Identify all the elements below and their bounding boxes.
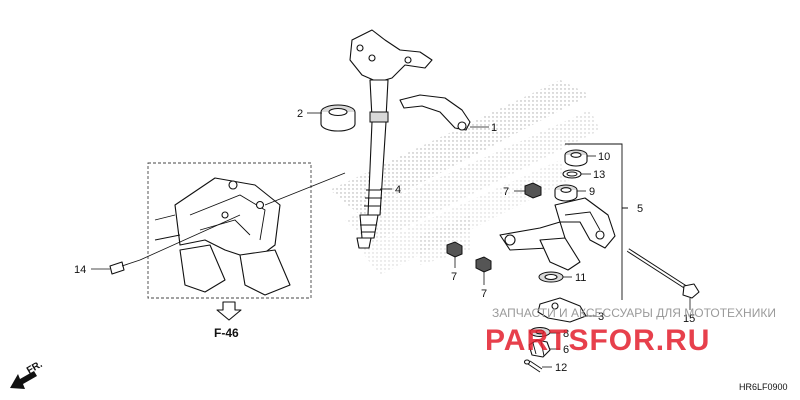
part-15-long-bolt: [626, 248, 700, 299]
part-5-group-bracket: [565, 143, 628, 300]
part-6-nut: [528, 339, 551, 358]
reference-label: F-46: [214, 326, 239, 340]
callout-15: 15: [683, 313, 695, 325]
callout-3: 3: [598, 311, 604, 323]
front-label: FR.: [25, 359, 45, 377]
watermark-logo: PARTSFOR.RU: [485, 324, 710, 357]
watermark: ЗАПЧАСТИ И АКСЕССУАРЫ ДЛЯ МОТОТЕХНИКИ PA…: [485, 306, 776, 357]
part-3-plate: [537, 297, 587, 323]
watermark-tagline: ЗАПЧАСТИ И АКСЕССУАРЫ ДЛЯ МОТОТЕХНИКИ: [492, 306, 776, 320]
down-arrow-icon: [216, 301, 242, 321]
part-13-ring: [562, 169, 582, 179]
diagram-code: HR6LF0900: [739, 382, 788, 392]
reference-f46: F-46: [214, 301, 242, 340]
part-7-nut-upper: [524, 182, 542, 199]
callout-10: 10: [598, 151, 610, 163]
callout-7-upper: 7: [503, 186, 509, 198]
part-8-washer: [529, 327, 551, 337]
part-12-cotter-pin: [523, 359, 543, 373]
callout-1: 1: [491, 122, 497, 134]
wing-emblem-background: [330, 80, 600, 275]
callout-7-lower: 7: [481, 288, 487, 300]
part-7-nut-left: [446, 241, 463, 258]
part-7-nut-lower: [475, 256, 492, 273]
callout-13: 13: [593, 169, 605, 181]
part-14-bolt: [109, 259, 141, 275]
steering-shaft: [349, 29, 433, 249]
leader-lines: [91, 112, 691, 368]
part-1-clamp: [399, 94, 471, 131]
steering-arm-assembly: [499, 197, 616, 271]
callout-5: 5: [637, 203, 643, 215]
frame-reference-box: [147, 162, 312, 299]
part-9-seal: [554, 184, 578, 202]
front-arrow-icon: [10, 371, 37, 389]
callout-11: 11: [575, 272, 586, 284]
callout-12: 12: [555, 362, 567, 374]
callout-7-left: 7: [451, 271, 457, 283]
front-direction-indicator: FR.: [10, 359, 45, 389]
part-10-bearing: [564, 149, 588, 167]
callout-4: 4: [395, 184, 401, 196]
part-2-seal: [320, 104, 356, 132]
callout-9: 9: [589, 186, 595, 198]
callout-6: 6: [563, 344, 569, 356]
frame-section: [154, 177, 291, 296]
callout-2: 2: [297, 108, 303, 120]
callout-numbers: 2 1 4 10 13 9 5 7 7 7 11 15 3 8 6 12 14: [74, 108, 695, 374]
callout-14: 14: [74, 264, 86, 276]
callout-8: 8: [563, 328, 569, 340]
part-11-bushing: [538, 271, 564, 283]
